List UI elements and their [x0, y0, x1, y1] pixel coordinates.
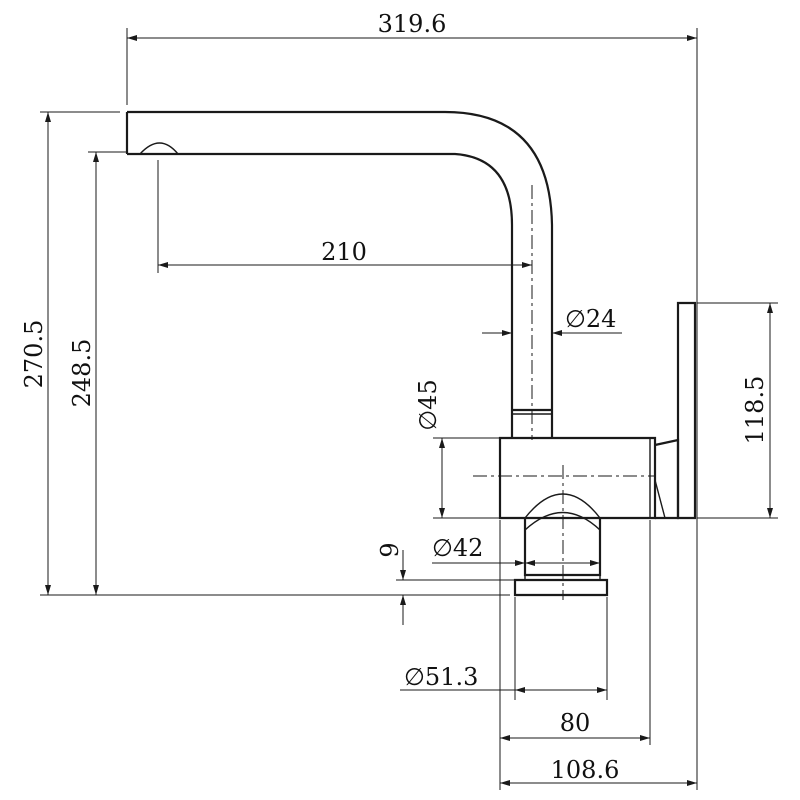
label-body-width: 80	[560, 709, 591, 737]
label-overall-width: 319.6	[378, 10, 447, 38]
aerator-outlet	[139, 142, 179, 155]
label-spout-diameter: ∅24	[565, 305, 616, 333]
label-body-diameter: ∅45	[414, 379, 442, 430]
faucet-body	[498, 436, 657, 520]
dimension-labels: 319.6 270.5 248.5 210 ∅24 ∅45 118.5 9 ∅4…	[20, 10, 769, 784]
faucet-outline	[125, 110, 697, 600]
label-shank-diameter: ∅42	[432, 534, 483, 562]
label-overall-height: 270.5	[20, 320, 48, 389]
shank-cutaway	[524, 493, 601, 519]
label-total-depth: 108.6	[551, 756, 620, 784]
handle-lever	[676, 301, 697, 520]
dimension-lines	[40, 28, 778, 790]
label-spout-height: 248.5	[68, 339, 96, 408]
shank	[523, 518, 602, 577]
label-handle-height: 118.5	[741, 376, 769, 445]
spout-outer-edge	[127, 110, 554, 438]
label-spout-reach: 210	[321, 238, 367, 266]
label-base-diameter: ∅51.3	[404, 663, 478, 691]
base-flange	[513, 578, 609, 597]
label-base-offset: 9	[376, 542, 404, 557]
spout-inner-edge	[127, 152, 514, 438]
